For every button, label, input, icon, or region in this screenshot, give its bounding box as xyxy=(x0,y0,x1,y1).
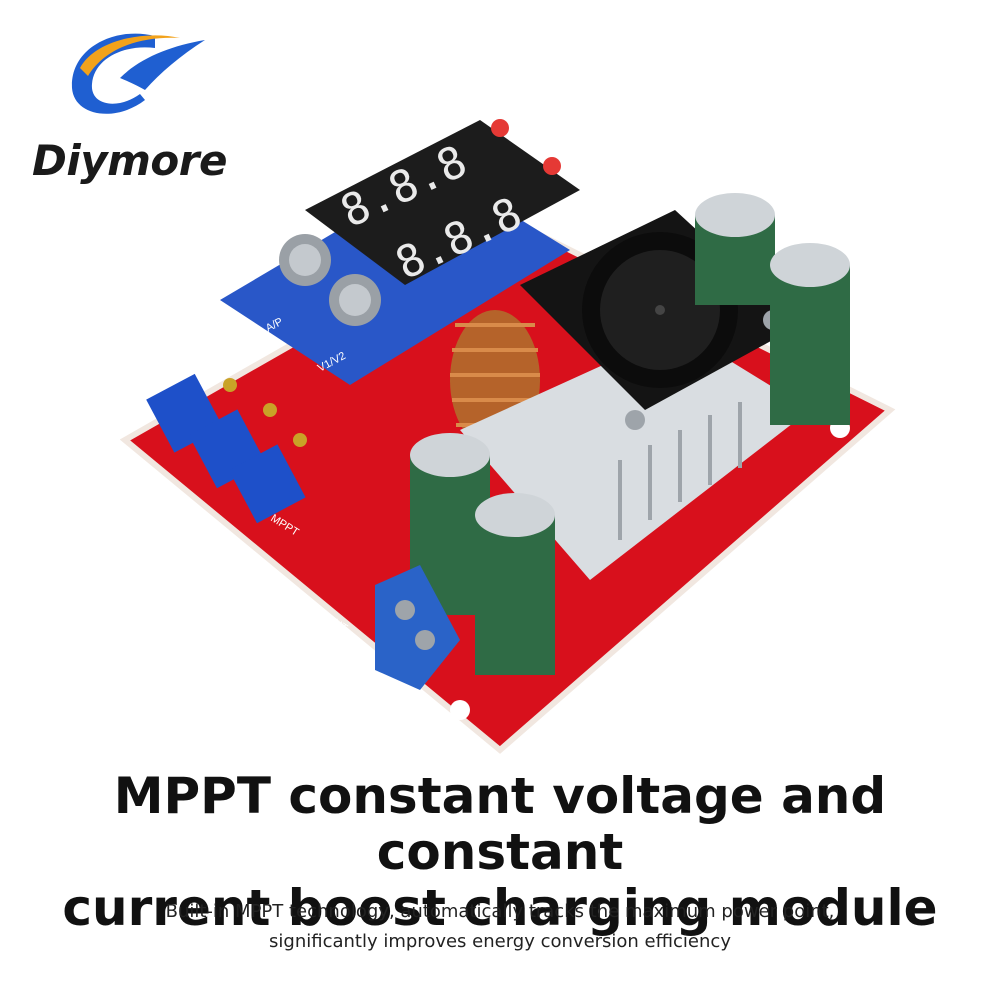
product-photo: 8.8.8 8.8.8 A/P V1/V2 MPPT xyxy=(120,119,896,754)
seven-segment-display xyxy=(305,120,580,285)
headline: MPPT constant voltage and constant curre… xyxy=(0,768,1000,936)
swoosh-logo-icon xyxy=(71,33,205,114)
output-terminal-block xyxy=(375,565,460,690)
mount-hole xyxy=(450,700,470,720)
screw xyxy=(625,410,645,430)
description-line1: Built-in MPPT technology, automatically … xyxy=(165,901,835,922)
brand-name: Diymore xyxy=(32,136,227,185)
headline-line1: MPPT constant voltage and constant xyxy=(113,767,887,881)
description: Built-in MPPT technology, automatically … xyxy=(0,897,1000,957)
trimpot-group xyxy=(146,373,307,524)
led-red xyxy=(543,157,561,175)
headline-line2: current boost charging module xyxy=(62,879,938,937)
led-red xyxy=(491,119,509,137)
brand-logo: Diymore xyxy=(30,28,230,188)
capacitors xyxy=(410,193,850,675)
description-line2: significantly improves energy conversion… xyxy=(269,931,731,952)
heatsink-fins xyxy=(618,402,742,540)
